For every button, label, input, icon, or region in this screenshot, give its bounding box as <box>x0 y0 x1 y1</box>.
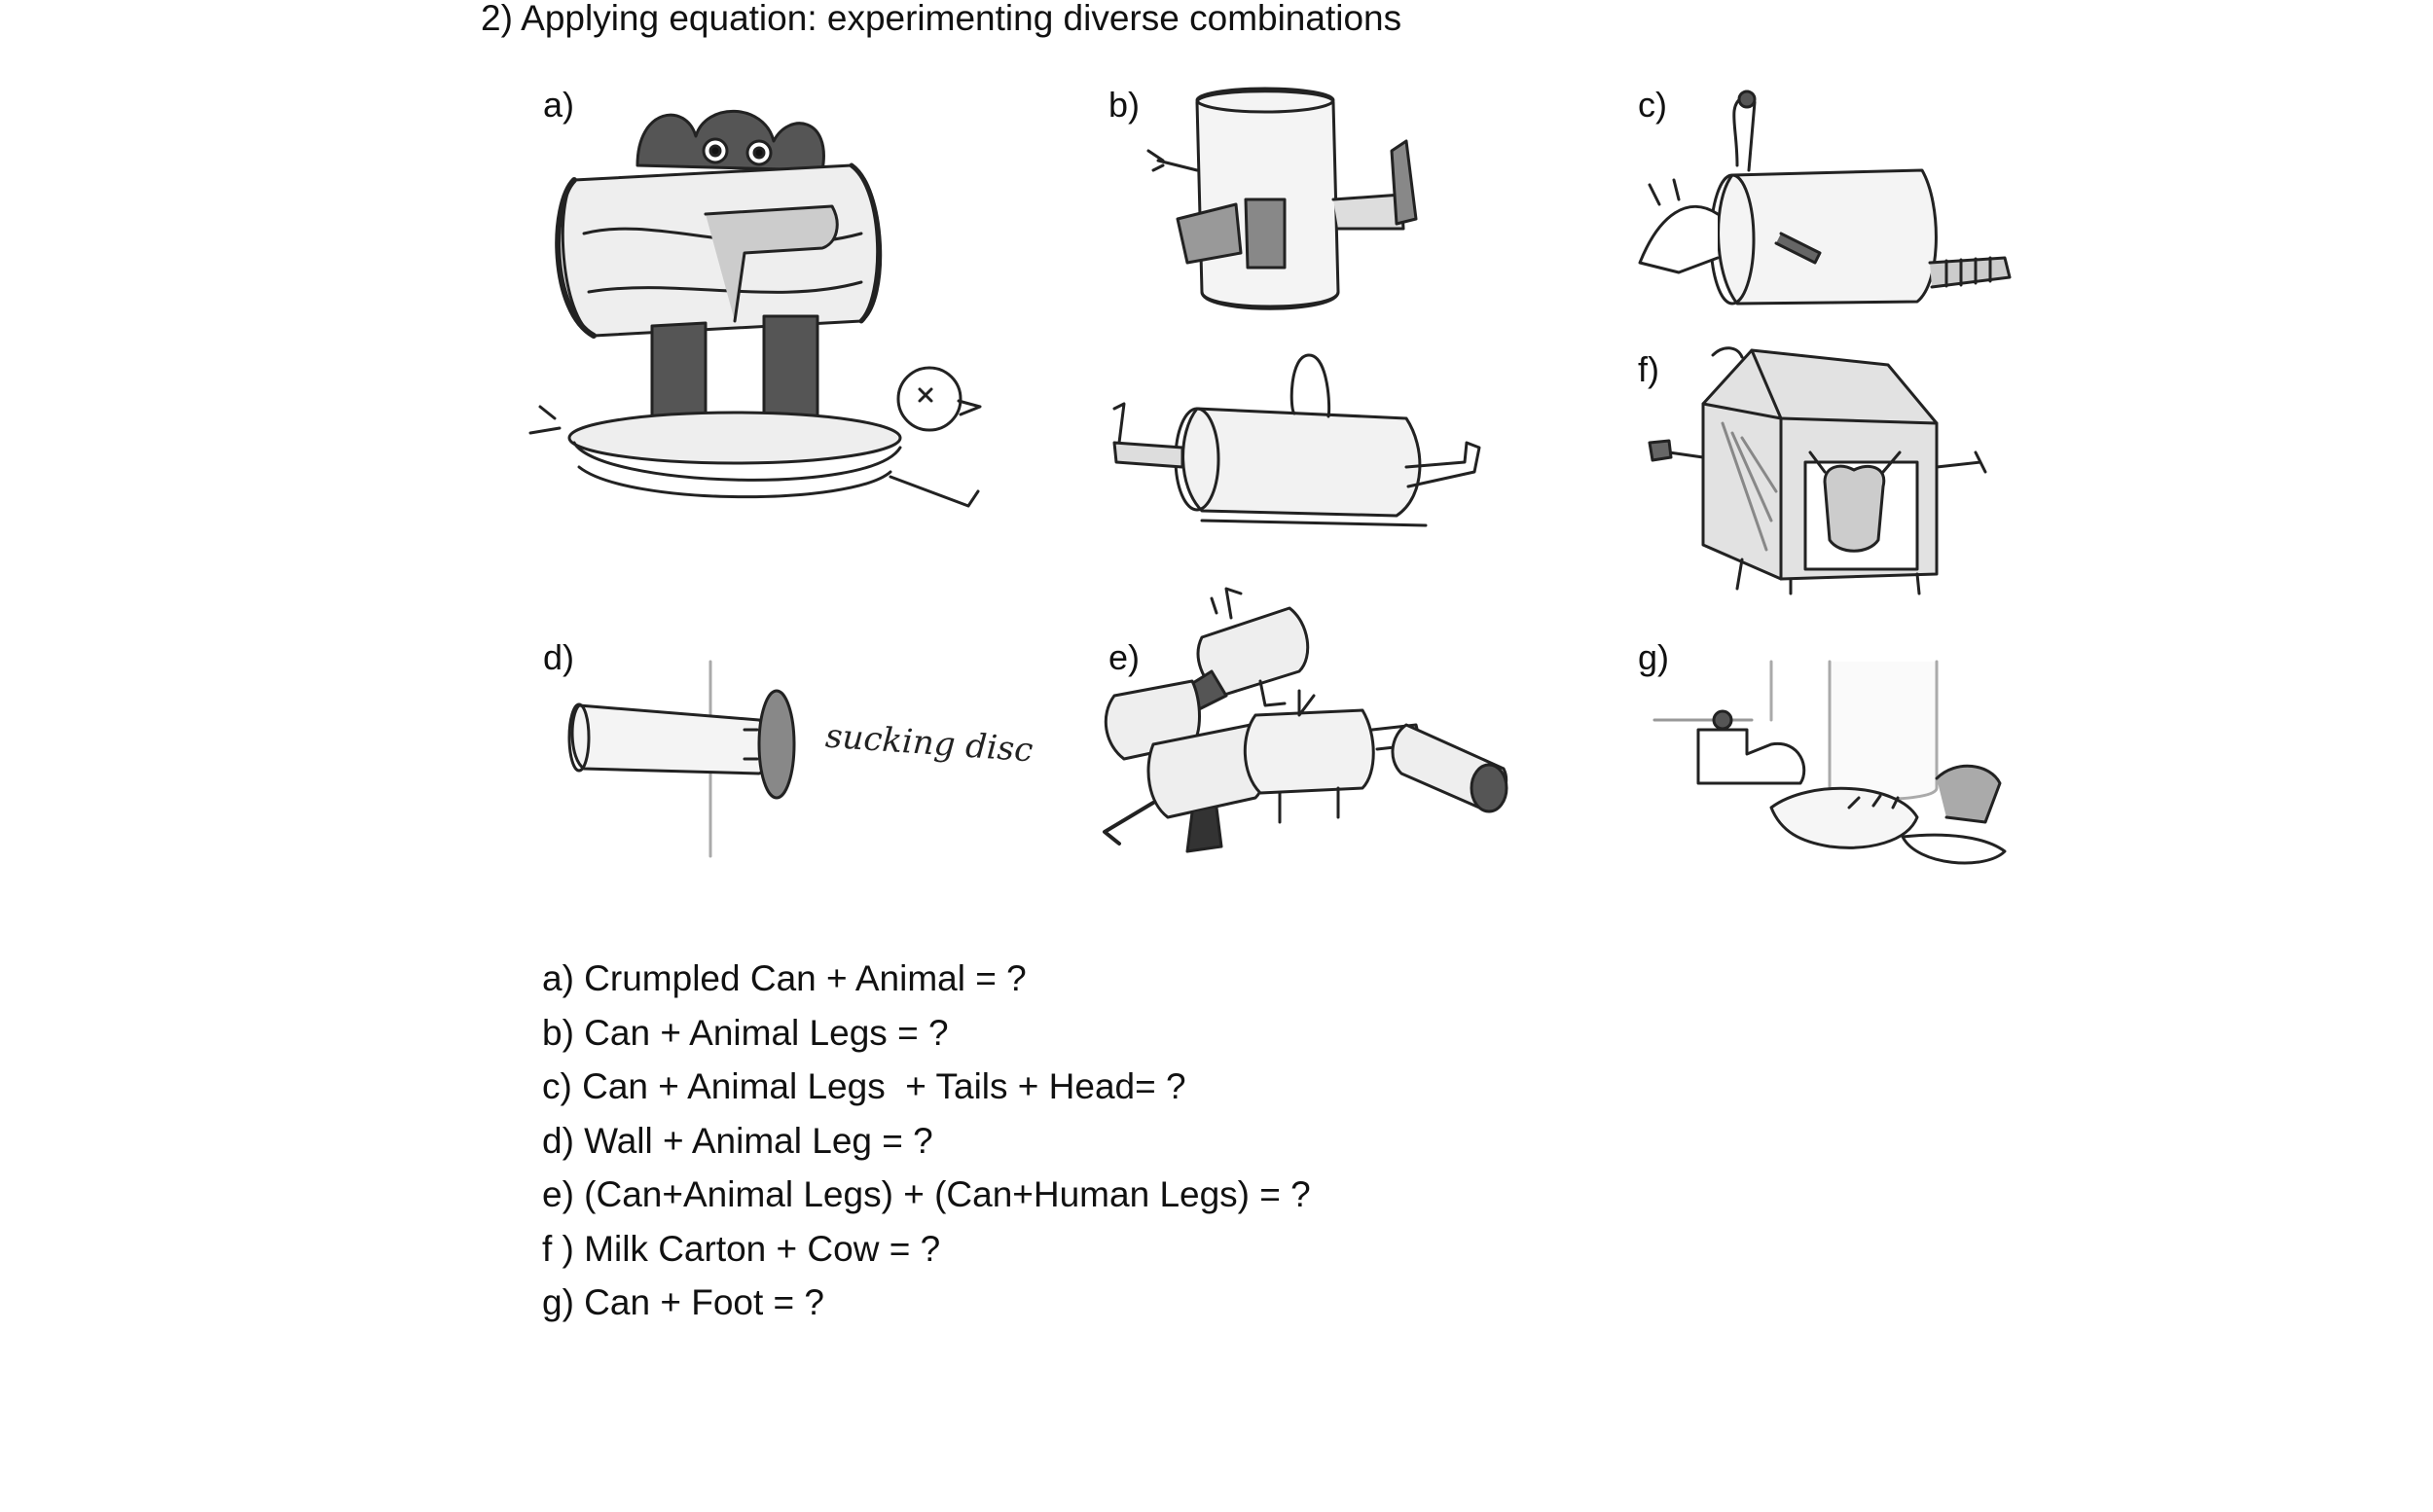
equation-d: d) Wall + Animal Leg = ? <box>542 1120 933 1161</box>
panel-label-a: a) <box>543 85 575 125</box>
horizontal-can-sketch-icon <box>1105 350 1494 535</box>
panel-label-e: e) <box>1108 637 1141 677</box>
equation-b: b) Can + Animal Legs = ? <box>542 1012 949 1053</box>
wall-animal-leg-sketch-icon <box>564 662 876 856</box>
panel-label-f: f) <box>1638 349 1659 389</box>
panel-label-g: g) <box>1638 637 1670 677</box>
can-legs-tail-head-sketch-icon <box>1620 88 2029 311</box>
equation-e: e) (Can+Animal Legs) + (Can+Human Legs) … <box>542 1174 1311 1214</box>
equation-list: a) Crumpled Can + Animal = ? b) Can + An… <box>542 952 1311 1330</box>
equation-g: g) Can + Foot = ? <box>542 1282 825 1322</box>
can-foot-sketch-icon <box>1654 662 2024 876</box>
can-animal-human-legs-sketch-icon <box>1095 589 1523 861</box>
milk-carton-cow-sketch-icon <box>1645 345 2010 598</box>
panel-label-b: b) <box>1108 85 1141 125</box>
equation-c: c) Can + Animal Legs + Tails + Head= ? <box>542 1066 1186 1106</box>
can-animal-legs-sketch-icon <box>1139 83 1460 316</box>
panel-label-c: c) <box>1638 85 1667 125</box>
equation-f: f ) Milk Carton + Cow = ? <box>542 1228 941 1269</box>
page-heading: 2) Applying equation: experimenting dive… <box>481 0 1402 38</box>
crumpled-can-animal-sketch-icon <box>540 97 988 525</box>
panel-label-d: d) <box>543 637 575 677</box>
equation-a: a) Crumpled Can + Animal = ? <box>542 958 1027 998</box>
